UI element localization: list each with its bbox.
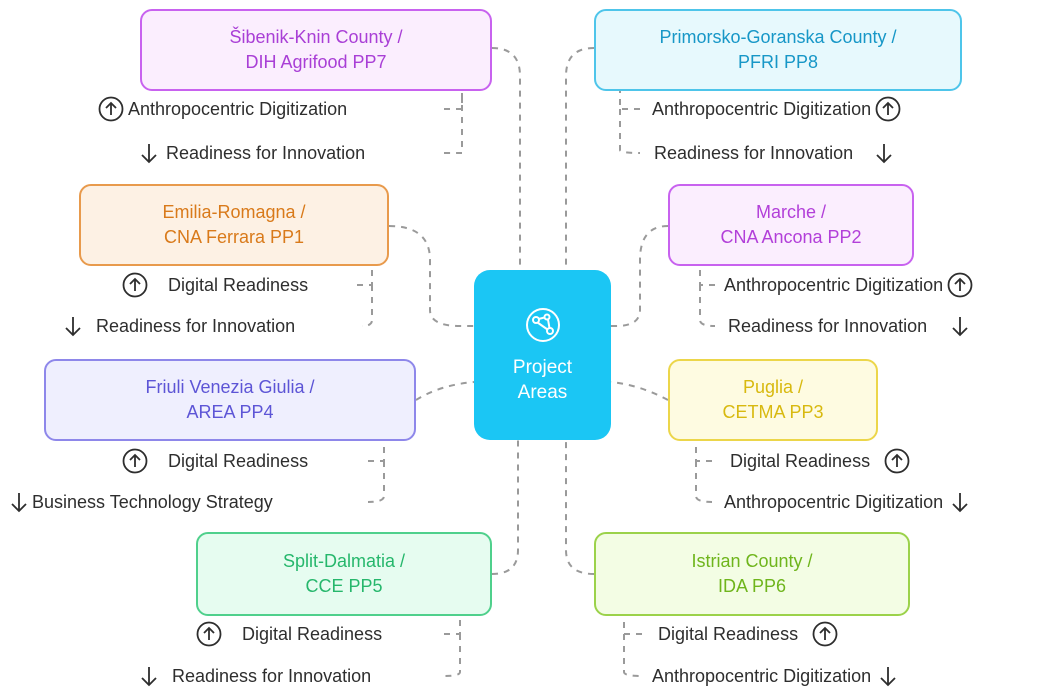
node-puglia-pp3: Puglia / CETMA PP3 bbox=[668, 359, 878, 441]
node-emilia-romagna-pp1: Emilia-Romagna / CNA Ferrara PP1 bbox=[79, 184, 389, 266]
node-title-line1: Split-Dalmatia / bbox=[282, 551, 406, 571]
node-title-line1: Puglia / bbox=[742, 377, 804, 397]
attribute-item: Anthropocentric Digitization bbox=[648, 662, 901, 690]
arrow-down-icon bbox=[6, 489, 32, 515]
arrow-up-circle-icon bbox=[122, 272, 148, 298]
attribute-label: Readiness for Innovation bbox=[728, 315, 928, 336]
node-title-line1: Marche / bbox=[755, 202, 827, 222]
arrow-down-icon bbox=[947, 313, 973, 339]
arrow-up-circle-icon bbox=[884, 448, 910, 474]
attribute-item: Anthropocentric Digitization bbox=[98, 95, 351, 123]
attribute-item: Readiness for Innovation bbox=[60, 312, 299, 340]
attribute-label: Anthropocentric Digitization bbox=[724, 274, 944, 295]
network-globe-icon bbox=[523, 305, 563, 345]
attribute-item: Digital Readiness bbox=[122, 447, 312, 475]
arrow-down-icon bbox=[60, 313, 86, 339]
attribute-label: Digital Readiness bbox=[168, 274, 309, 295]
arrow-down-icon bbox=[947, 489, 973, 515]
arrow-down-icon bbox=[136, 663, 162, 689]
node-title-line1: Šibenik-Knin County / bbox=[229, 27, 403, 47]
attribute-item: Business Technology Strategy bbox=[6, 488, 277, 516]
attribute-item: Anthropocentric Digitization bbox=[720, 271, 973, 299]
attribute-item: Readiness for Innovation bbox=[136, 662, 375, 690]
node-marche-pp2: Marche / CNA Ancona PP2 bbox=[668, 184, 914, 266]
node-title-line2: AREA PP4 bbox=[186, 402, 274, 422]
attribute-label: Anthropocentric Digitization bbox=[652, 98, 872, 119]
node-title-line1: Emilia-Romagna / bbox=[162, 202, 306, 222]
node-title-line1: Friuli Venezia Giulia / bbox=[145, 377, 315, 397]
attribute-label: Digital Readiness bbox=[658, 623, 799, 644]
hub-label-line2: Areas bbox=[517, 382, 568, 403]
attribute-item: Readiness for Innovation bbox=[724, 312, 973, 340]
node-title-line2: DIH Agrifood PP7 bbox=[245, 52, 387, 72]
node-title-line2: CCE PP5 bbox=[305, 576, 383, 596]
node-title-line2: CNA Ancona PP2 bbox=[720, 227, 862, 247]
attribute-label: Digital Readiness bbox=[730, 450, 871, 471]
attribute-label: Business Technology Strategy bbox=[32, 491, 273, 512]
node-title-line1: Primorsko-Goranska County / bbox=[659, 27, 897, 47]
arrow-up-circle-icon bbox=[98, 96, 124, 122]
attribute-label: Readiness for Innovation bbox=[96, 315, 296, 336]
attribute-item: Anthropocentric Digitization bbox=[720, 488, 973, 516]
arrow-up-circle-icon bbox=[122, 448, 148, 474]
arrow-up-circle-icon bbox=[947, 272, 973, 298]
arrow-up-circle-icon bbox=[812, 621, 838, 647]
attribute-item: Readiness for Innovation bbox=[136, 139, 369, 167]
node-title-line2: PFRI PP8 bbox=[737, 52, 819, 72]
attribute-label: Anthropocentric Digitization bbox=[724, 491, 944, 512]
attribute-item: Digital Readiness bbox=[654, 620, 838, 648]
arrow-up-circle-icon bbox=[196, 621, 222, 647]
node-title-line1: Istrian County / bbox=[691, 551, 813, 571]
attribute-item: Digital Readiness bbox=[122, 271, 312, 299]
attribute-item: Digital Readiness bbox=[196, 620, 386, 648]
arrow-down-icon bbox=[136, 140, 162, 166]
attribute-label: Digital Readiness bbox=[242, 623, 383, 644]
attribute-item: Digital Readiness bbox=[726, 447, 910, 475]
node-istrian-county-pp6: Istrian County / IDA PP6 bbox=[594, 532, 910, 616]
arrow-down-icon bbox=[875, 663, 901, 689]
attribute-label: Anthropocentric Digitization bbox=[652, 665, 872, 686]
node-friuli-venezia-giulia-pp4: Friuli Venezia Giulia / AREA PP4 bbox=[44, 359, 416, 441]
hub-label-line1: Project bbox=[512, 357, 573, 378]
node-split-dalmatia-pp5: Split-Dalmatia / CCE PP5 bbox=[196, 532, 492, 616]
attribute-label: Readiness for Innovation bbox=[654, 142, 854, 163]
project-areas-hub: Project Areas bbox=[474, 270, 611, 440]
node-title-line2: IDA PP6 bbox=[717, 576, 787, 596]
node-primorsko-goranska-pp8: Primorsko-Goranska County / PFRI PP8 bbox=[594, 9, 962, 91]
attribute-item: Anthropocentric Digitization bbox=[648, 95, 901, 123]
attribute-label: Readiness for Innovation bbox=[172, 665, 372, 686]
attribute-label: Anthropocentric Digitization bbox=[128, 98, 348, 119]
node-title-line2: CNA Ferrara PP1 bbox=[163, 227, 305, 247]
attribute-item: Readiness for Innovation bbox=[650, 139, 897, 167]
node-sibenik-knin-pp7: Šibenik-Knin County / DIH Agrifood PP7 bbox=[140, 9, 492, 91]
attribute-label: Digital Readiness bbox=[168, 450, 309, 471]
node-title-line2: CETMA PP3 bbox=[722, 402, 824, 422]
attribute-label: Readiness for Innovation bbox=[166, 142, 366, 163]
arrow-up-circle-icon bbox=[875, 96, 901, 122]
arrow-down-icon bbox=[871, 140, 897, 166]
